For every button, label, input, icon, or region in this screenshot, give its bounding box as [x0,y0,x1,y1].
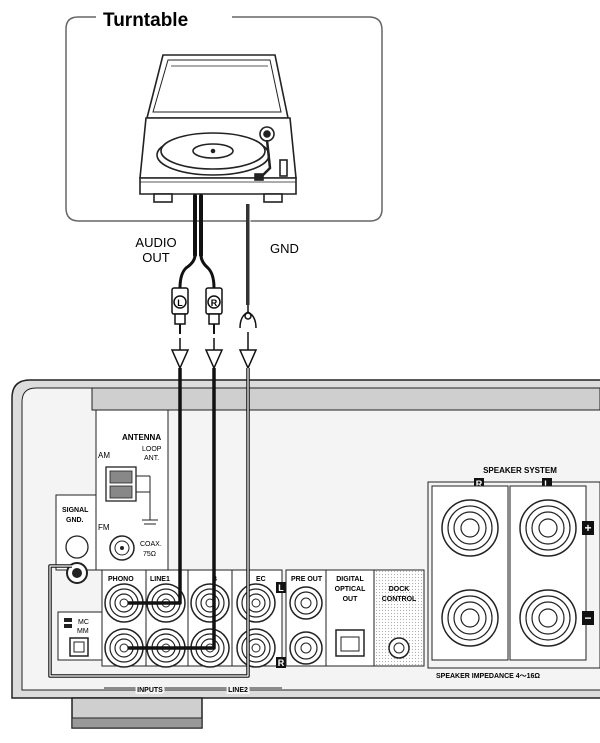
digital-out-label: DIGITAL [336,576,364,583]
turntable-title: Turntable [103,10,188,31]
speaker-l-minus-terminal[interactable] [519,589,577,647]
rca-plug-right: R [205,287,223,334]
signal-gnd-label-2: GND. [66,517,84,524]
audio-out-label: AUDIO [135,235,176,250]
pre-out-r-jack[interactable] [289,631,323,665]
phono-label: PHONO [108,576,134,583]
audio-out-label-2: OUT [142,250,170,265]
fm-label: FM [98,523,110,532]
phono-l-jack[interactable] [104,583,144,623]
audio-cable [178,194,216,290]
speaker-r-badge: R [476,479,483,489]
gnd-label: GND [270,241,299,256]
speaker-r-plus-terminal[interactable] [441,499,499,557]
speaker-system-label: SPEAKER SYSTEM [483,466,557,475]
loop-ant-label-2: ANT. [144,455,159,462]
digital-out-label-3: OUT [343,596,359,603]
rec-label: EC [256,576,266,583]
plug-label-right: R [211,298,218,308]
channel-l-badge: L [278,583,284,593]
connection-arrows [170,332,258,370]
gnd-cable [246,204,251,305]
signal-gnd-label: SIGNAL [62,507,89,514]
rec-r-jack[interactable] [236,628,276,668]
connection-lines-inner [49,368,249,677]
rca-plug-left: L [171,287,189,334]
speaker-impedance-label: SPEAKER IMPEDANCE 4～16Ω [436,673,540,680]
dock-control-label-2: CONTROL [382,596,417,603]
channel-r-badge: R [278,658,285,668]
speaker-terminals [441,499,577,647]
speaker-l-plus-terminal[interactable] [519,499,577,557]
rec-l-jack[interactable] [236,583,276,623]
line2-label: LINE2 [228,687,248,694]
mc-label: MC [78,619,89,626]
rear-panel: ANTENNA AM LOOP ANT. FM COAX. 75Ω SIGNAL… [11,379,600,729]
line1-label: LINE1 [150,576,170,583]
mm-label: MM [77,628,89,635]
pre-out-label: PRE OUT [291,576,323,583]
digital-out-label-2: OPTICAL [335,586,366,593]
dock-control-label: DOCK [389,586,410,593]
inputs-label: INPUTS [137,687,163,694]
pre-out-l-jack[interactable] [289,586,323,620]
am-label: AM [98,451,110,460]
loop-ant-label: LOOP [142,446,162,453]
cd-l-jack[interactable] [190,583,230,623]
minus-badge: − [584,611,591,625]
antenna-label: ANTENNA [122,433,161,442]
speaker-l-badge: L [544,479,550,489]
coax-label-2: 75Ω [143,551,156,558]
plug-label-left: L [177,298,183,308]
gnd-spade-lug [239,305,257,329]
turntable-icon [139,54,297,203]
speaker-r-minus-terminal[interactable] [441,589,499,647]
coax-label: COAX. [140,541,162,548]
plus-badge: + [584,521,591,535]
